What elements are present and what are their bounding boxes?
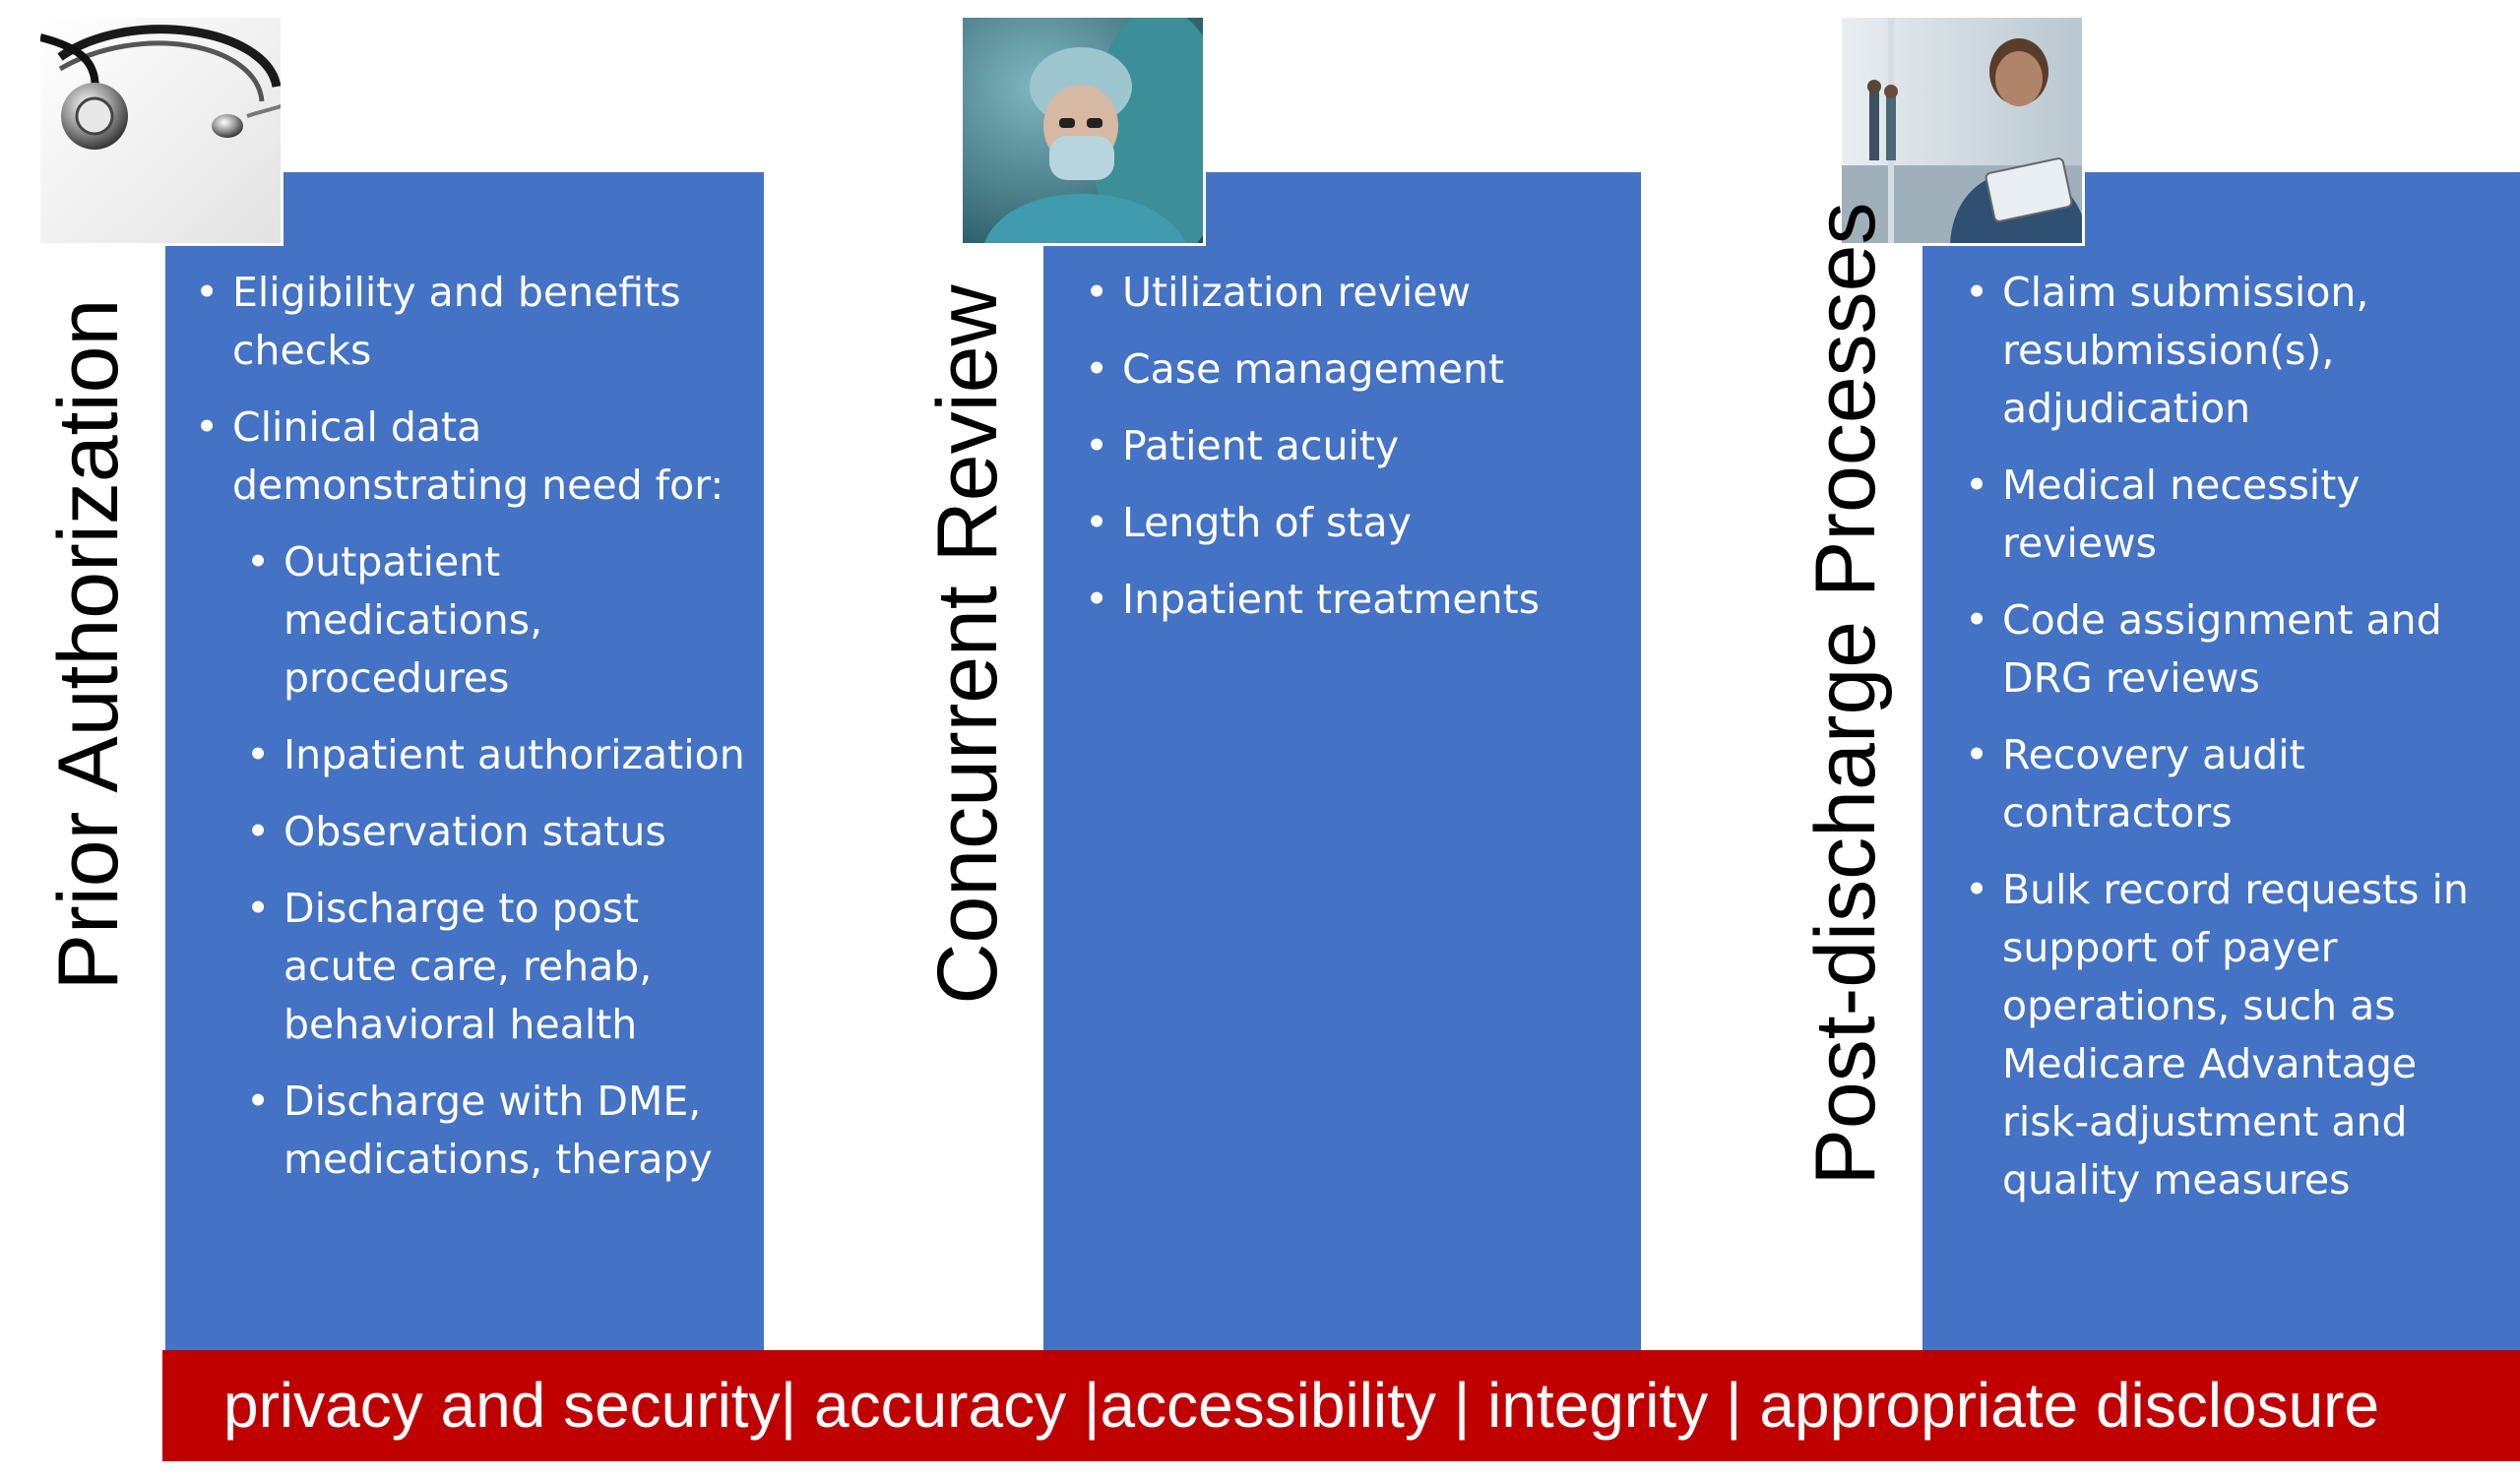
stethoscope-photo [37,15,284,246]
list-item: Length of stay [1085,494,1636,552]
post-discharge-list: Claim submission, resubmission(s), adjud… [1965,264,2516,1228]
list-item: Inpatient authorization [246,726,756,784]
list-item: Case management [1085,340,1636,399]
post-discharge-title: Post-discharge Processes [1798,202,1893,1186]
list-item: Discharge to post acute care, rehab, beh… [246,880,756,1054]
list-item: Patient acuity [1085,417,1636,475]
list-item: Utilization review [1085,264,1636,322]
prior-authorization-title: Prior Authorization [41,298,136,991]
list-item: Inpatient treatments [1085,571,1636,629]
surgeon-icon [963,18,1203,243]
list-item: Claim submission, resubmission(s), adjud… [1965,264,2516,438]
list-item: Eligibility and benefits checks [195,264,756,380]
list-item: Code assignment and DRG reviews [1965,591,2516,708]
nurse-icon [1842,18,2082,243]
prior-authorization-list: Eligibility and benefits checks Clinical… [195,264,756,1207]
nurse-tablet-photo [1839,15,2085,246]
principles-banner: privacy and security| accuracy |accessib… [162,1350,2520,1461]
surgeon-photo [960,15,1206,246]
list-item: Discharge with DME, medications, therapy [246,1073,756,1189]
concurrent-review-list: Utilization review Case management Patie… [1085,264,1636,648]
list-item: Clinical data demonstrating need for: [195,399,756,515]
list-item: Bulk record requests in support of payer… [1965,861,2516,1209]
concurrent-review-title: Concurrent Review [920,284,1015,1005]
list-item: Observation status [246,803,756,861]
list-item: Recovery audit contractors [1965,726,2516,842]
stethoscope-icon [40,18,281,243]
list-item: Outpatient medications, procedures [246,533,756,708]
list-item: Medical necessity reviews [1965,457,2516,573]
